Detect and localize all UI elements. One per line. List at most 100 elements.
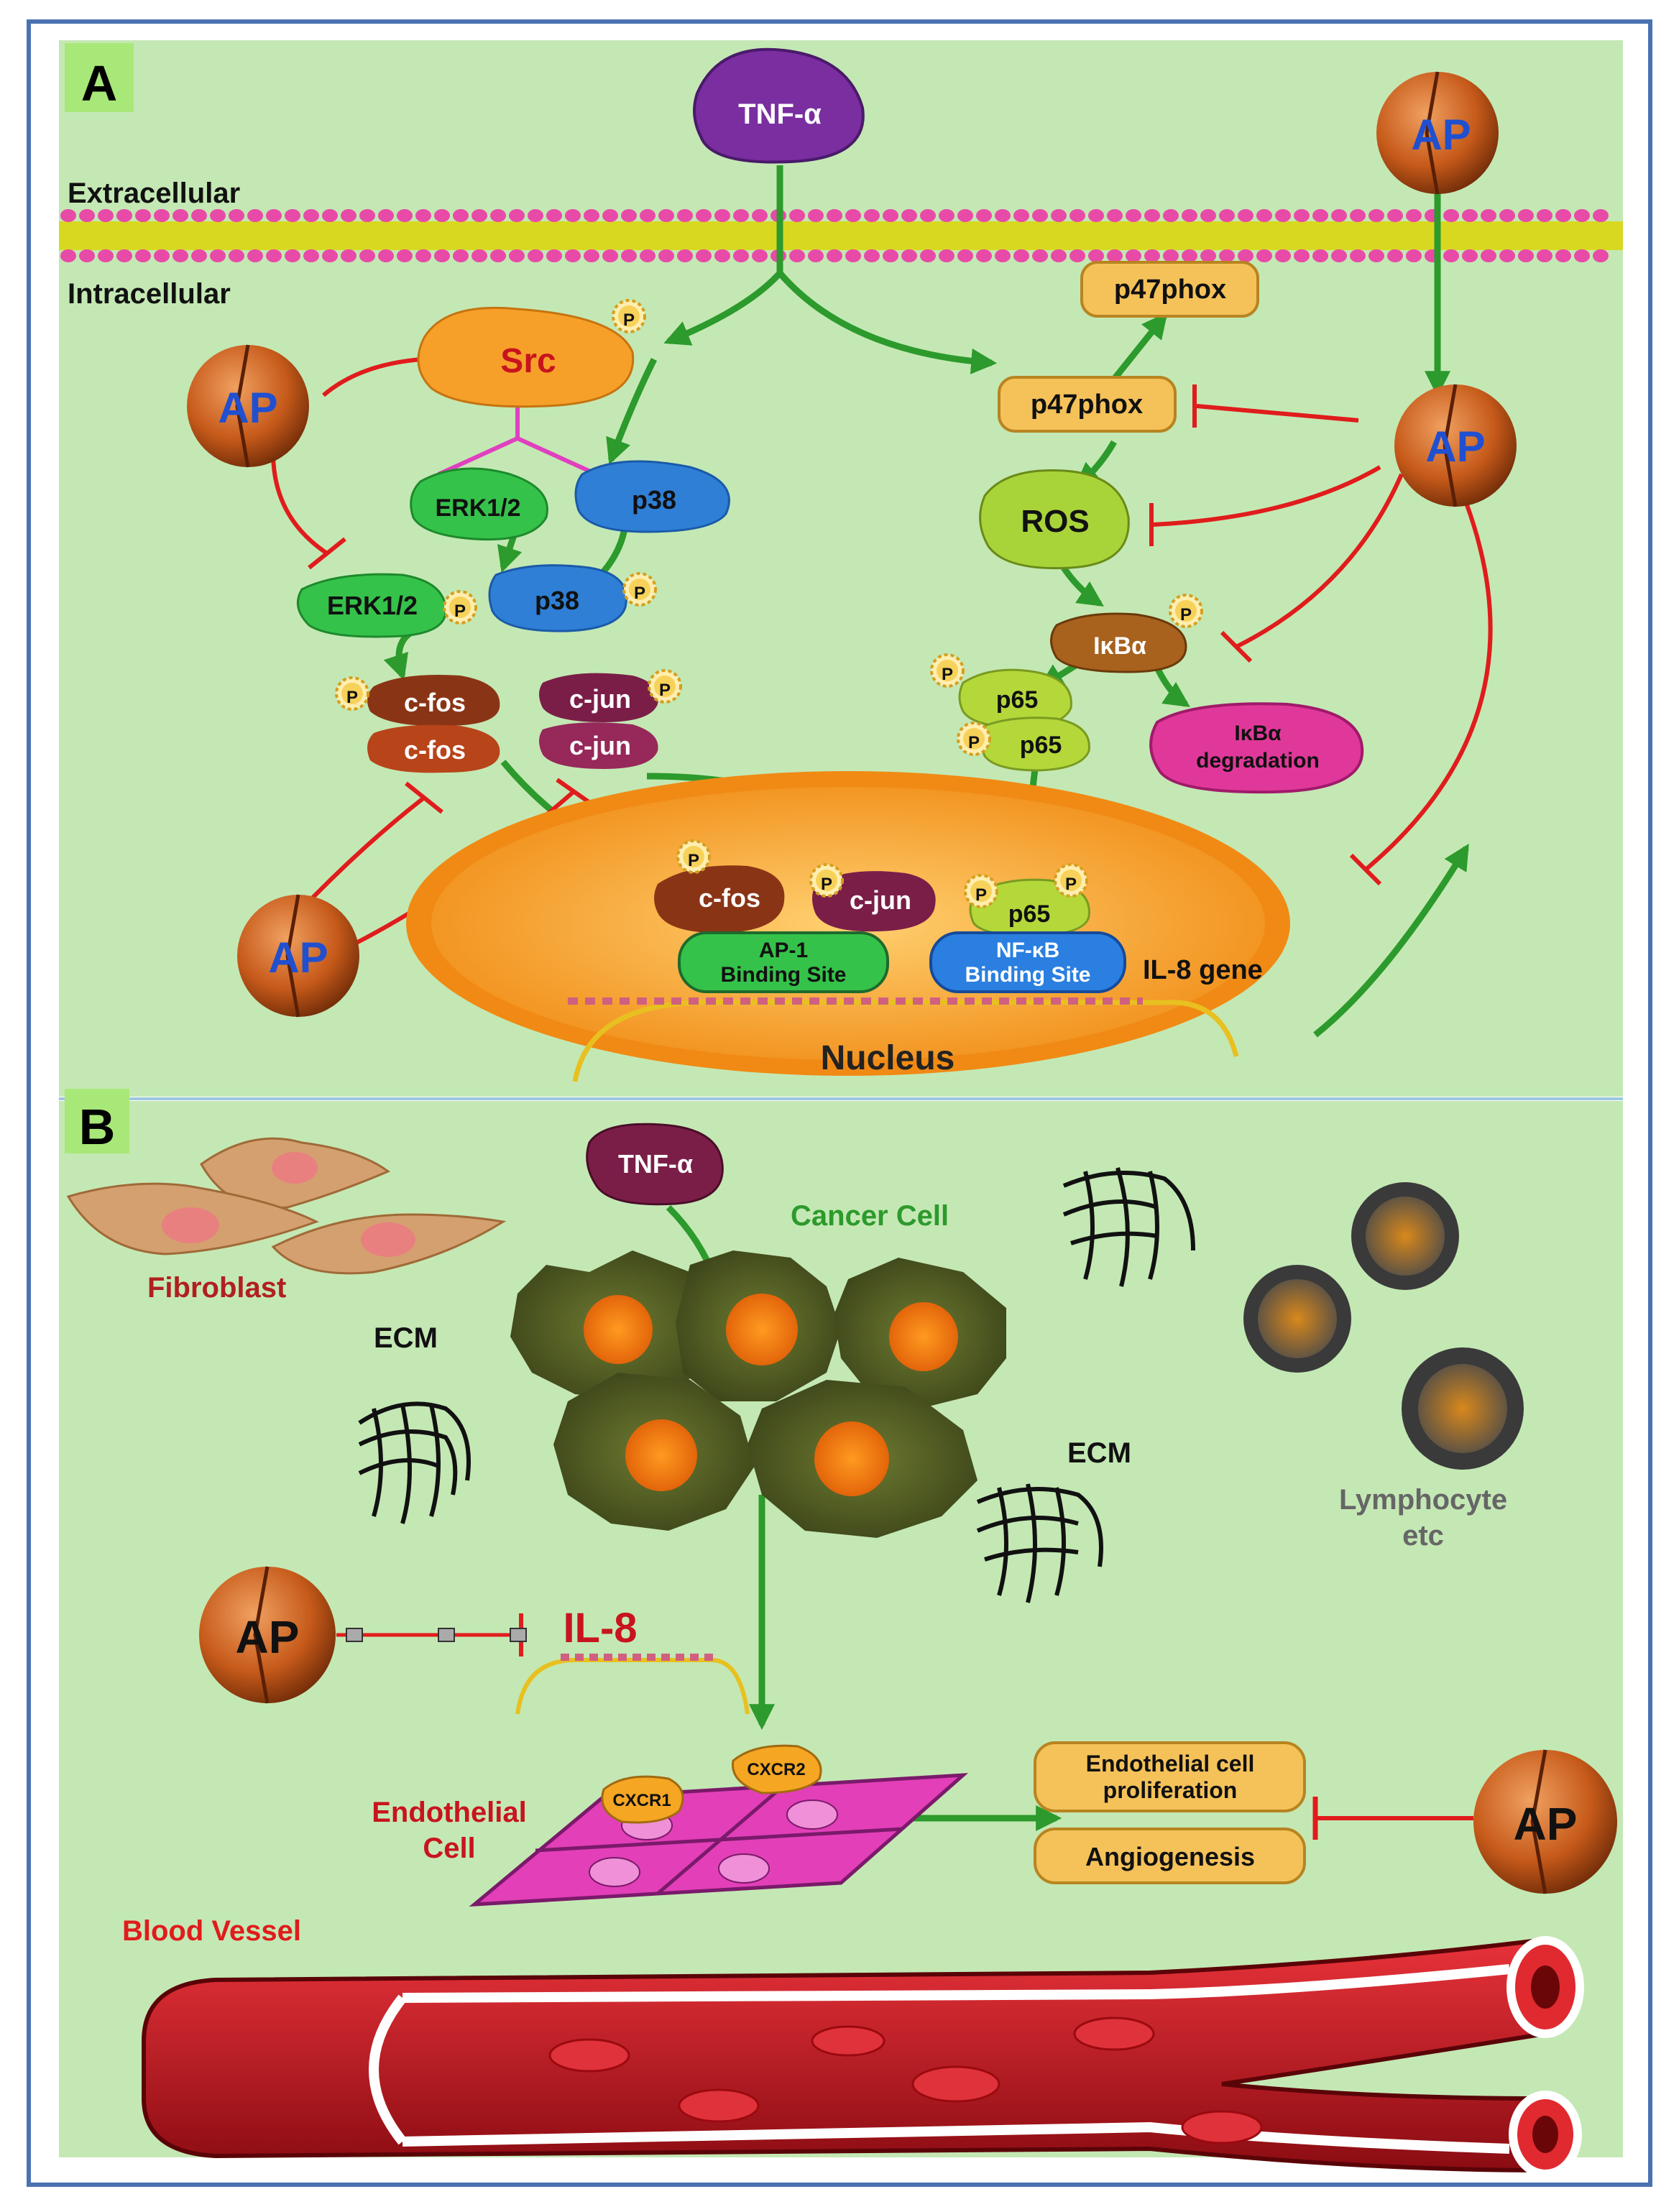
membrane-lipid-head: [640, 209, 656, 222]
membrane-lipid-head: [1182, 249, 1197, 262]
membrane-lipid-head: [920, 249, 936, 262]
ecm-mesh-left: [358, 1401, 471, 1524]
membrane-lipid-head: [827, 249, 842, 262]
membrane-lipid-head: [976, 249, 992, 262]
panel-b-letter: B: [79, 1099, 116, 1155]
cfos-nuclear-label: c-fos: [699, 883, 760, 913]
erk-label-upper: ERK1/2: [435, 494, 520, 522]
p38-label-upper: p38: [632, 485, 676, 515]
ap-angiogenesis-inhibition: [1312, 1797, 1473, 1840]
erk-protein-phosphorylated: ERK1/2 P: [296, 573, 477, 638]
membrane-lipid-head: [1051, 249, 1067, 262]
membrane-lipid-head: [565, 249, 581, 262]
membrane-lipid-head: [696, 249, 712, 262]
blood-vessel-label: Blood Vessel: [122, 1915, 301, 1947]
membrane-lipid-head: [1107, 249, 1123, 262]
membrane-lipid-head: [1144, 249, 1160, 262]
p38-protein-upper: p38: [574, 460, 730, 533]
membrane-lipid-head: [883, 209, 898, 222]
ikba-degradation: IκBα degradation: [1149, 702, 1364, 794]
svg-text:AP: AP: [236, 1611, 300, 1663]
erk-protein-upper: ERK1/2: [410, 467, 548, 541]
membrane-lipid-head: [1070, 249, 1085, 262]
svg-text:P: P: [821, 875, 832, 894]
membrane-lipid-head: [1070, 209, 1085, 222]
membrane-lipid-head: [1537, 209, 1552, 222]
svg-text:CXCR2: CXCR2: [747, 1760, 805, 1779]
membrane-lipid-head: [901, 249, 917, 262]
svg-text:p47phox: p47phox: [1114, 275, 1226, 305]
membrane-lipid-head: [397, 209, 413, 222]
membrane-lipid-head: [1574, 209, 1590, 222]
membrane-lipid-head: [883, 249, 898, 262]
membrane-lipid-head: [135, 209, 151, 222]
membrane-lipid-head: [1200, 249, 1216, 262]
membrane-lipid-head: [79, 209, 95, 222]
svg-text:Angiogenesis: Angiogenesis: [1085, 1842, 1255, 1871]
ikba-protein: IκBα P: [1050, 594, 1203, 673]
membrane-lipid-head: [957, 209, 973, 222]
svg-text:Binding Site: Binding Site: [965, 963, 1091, 987]
membrane-lipid-head: [939, 209, 954, 222]
membrane-lipid-head: [378, 249, 394, 262]
membrane-lipid-head: [864, 249, 880, 262]
src-branch: [437, 402, 598, 476]
membrane-lipid-head: [247, 209, 263, 222]
membrane-lipid-head: [528, 249, 543, 262]
membrane-lipid-head: [397, 249, 413, 262]
cfos-label-upper: c-fos: [404, 688, 466, 717]
ecm-label-left: ECM: [374, 1322, 438, 1354]
ap-molecule-b-right: AP: [1473, 1749, 1617, 1894]
membrane-lipid-head: [1013, 249, 1029, 262]
src-protein: Src P: [417, 299, 646, 408]
membrane-lipid-head: [714, 249, 730, 262]
membrane-lipid-head: [827, 209, 842, 222]
membrane-lipid-head: [901, 209, 917, 222]
membrane-lipid-head: [1126, 209, 1141, 222]
p47phox-cytosolic: p47phox: [998, 376, 1177, 433]
ros-molecule: ROS: [979, 469, 1130, 570]
membrane-lipid-head: [116, 209, 132, 222]
membrane-lipid-head: [1368, 249, 1384, 262]
membrane-lipid-head: [1219, 249, 1235, 262]
svg-text:P: P: [1180, 605, 1192, 625]
membrane-lipid-head: [229, 249, 244, 262]
svg-text:Endothelial cell: Endothelial cell: [1086, 1751, 1255, 1776]
membrane-lipid-head: [1406, 209, 1422, 222]
membrane-lipid-head: [565, 209, 581, 222]
membrane-lipid-head: [191, 209, 207, 222]
ap1-binding-site: AP-1 Binding Site: [678, 931, 889, 993]
membrane-lipid-head: [1238, 209, 1254, 222]
cjun-label-upper: c-jun: [569, 684, 631, 714]
membrane-lipid-head: [1443, 209, 1459, 222]
membrane-lipid-head: [1256, 209, 1272, 222]
membrane-lipid-head: [995, 209, 1011, 222]
membrane-lipid-head: [752, 209, 768, 222]
lymphocyte-etc-label: etc: [1402, 1520, 1444, 1552]
membrane-lipid-head: [1088, 249, 1104, 262]
membrane-lipid-head: [1555, 209, 1571, 222]
membrane-lipid-head: [789, 249, 805, 262]
svg-text:P: P: [688, 851, 699, 870]
erk-label-lower: ERK1/2: [327, 591, 418, 620]
il8-label: IL-8: [563, 1605, 637, 1651]
svg-text:NF-κB: NF-κB: [996, 939, 1059, 962]
membrane-lipid-head: [341, 209, 356, 222]
fibroblast-label: Fibroblast: [147, 1272, 286, 1304]
membrane-lipid-head: [1331, 249, 1347, 262]
cxcr1-receptor: CXCR1: [601, 1775, 684, 1824]
svg-text:AP: AP: [1411, 111, 1471, 159]
svg-text:p47phox: p47phox: [1031, 390, 1143, 420]
membrane-lipid-head: [1107, 209, 1123, 222]
svg-text:AP: AP: [268, 934, 328, 982]
membrane-lipid-head: [640, 249, 656, 262]
cjun-label-lower: c-jun: [569, 731, 631, 760]
cjun-protein-phosphorylated: c-jun P: [539, 669, 682, 722]
tnf-alpha-ligand-b: TNF-α: [586, 1123, 724, 1206]
membrane-lipid-head: [1499, 249, 1515, 262]
membrane-lipid-head: [789, 209, 805, 222]
cancer-cell-label: Cancer Cell: [791, 1200, 949, 1232]
panel-a-letter: A: [81, 55, 118, 111]
